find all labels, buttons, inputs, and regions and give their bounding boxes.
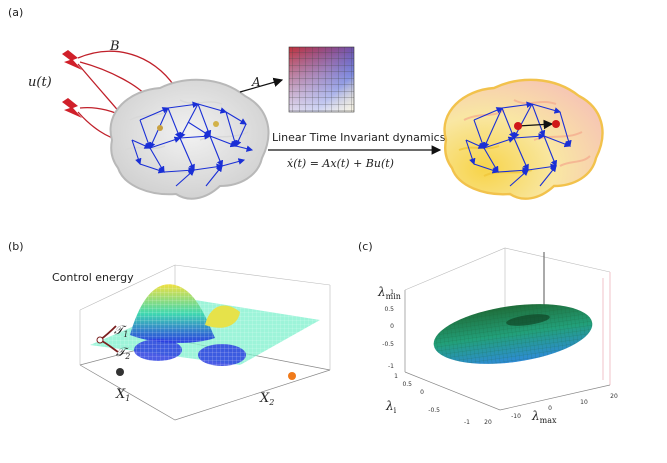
lambda-i-label: λi xyxy=(385,399,397,415)
a-matrix-label: A xyxy=(251,75,261,89)
svg-text:0.5: 0.5 xyxy=(384,306,394,313)
lightning-icon xyxy=(62,50,82,70)
svg-text:20: 20 xyxy=(610,393,618,400)
svg-text:0.5: 0.5 xyxy=(402,381,412,388)
control-energy-surface xyxy=(79,264,331,421)
state-x2-label: X2 xyxy=(259,391,274,407)
b-matrix-label: B xyxy=(109,39,120,54)
svg-text:20: 20 xyxy=(484,419,492,426)
a-matrix-heatmap xyxy=(288,46,355,113)
svg-text:10: 10 xyxy=(580,399,588,406)
brain-network-right xyxy=(443,78,604,200)
brain-network-left xyxy=(109,78,270,200)
arrow-to-matrix xyxy=(239,77,284,93)
svg-text:1: 1 xyxy=(390,289,394,296)
x-axis-ticks: 20 -10 0 10 20 xyxy=(484,393,618,426)
svg-text:0: 0 xyxy=(390,323,394,330)
dynamics-title: Linear Time Invariant dynamics xyxy=(272,131,446,144)
svg-text:0: 0 xyxy=(548,405,552,412)
panel-b-label: (b) xyxy=(8,240,24,253)
z-axis-ticks: 1 0.5 0 -0.5 -1 xyxy=(382,289,394,370)
dynamics-equation: ẋ(t) = Ax(t) + Bu(t) xyxy=(287,157,394,170)
input-label: u(t) xyxy=(28,75,52,90)
lambda-max-label: λmax xyxy=(531,409,557,425)
state-x1-label: X1 xyxy=(115,387,130,403)
svg-text:-1: -1 xyxy=(464,419,470,426)
svg-text:-10: -10 xyxy=(511,413,521,420)
panel-c-label: (c) xyxy=(358,240,373,253)
svg-text:-0.5: -0.5 xyxy=(428,407,440,414)
lambda-min-label: λmin xyxy=(377,285,401,301)
control-energy-title: Control energy xyxy=(52,271,134,284)
ellipsoid-plot xyxy=(404,247,611,411)
lightning-icon xyxy=(62,98,82,118)
svg-text:-1: -1 xyxy=(388,363,394,370)
svg-text:1: 1 xyxy=(394,373,398,380)
svg-text:-0.5: -0.5 xyxy=(382,341,394,348)
svg-text:0: 0 xyxy=(420,389,424,396)
panel-a-label: (a) xyxy=(8,6,23,19)
y-axis-ticks: 1 0.5 0 -0.5 -1 xyxy=(394,373,470,426)
trajectory-t1-label: 𝒯1 xyxy=(114,323,128,339)
